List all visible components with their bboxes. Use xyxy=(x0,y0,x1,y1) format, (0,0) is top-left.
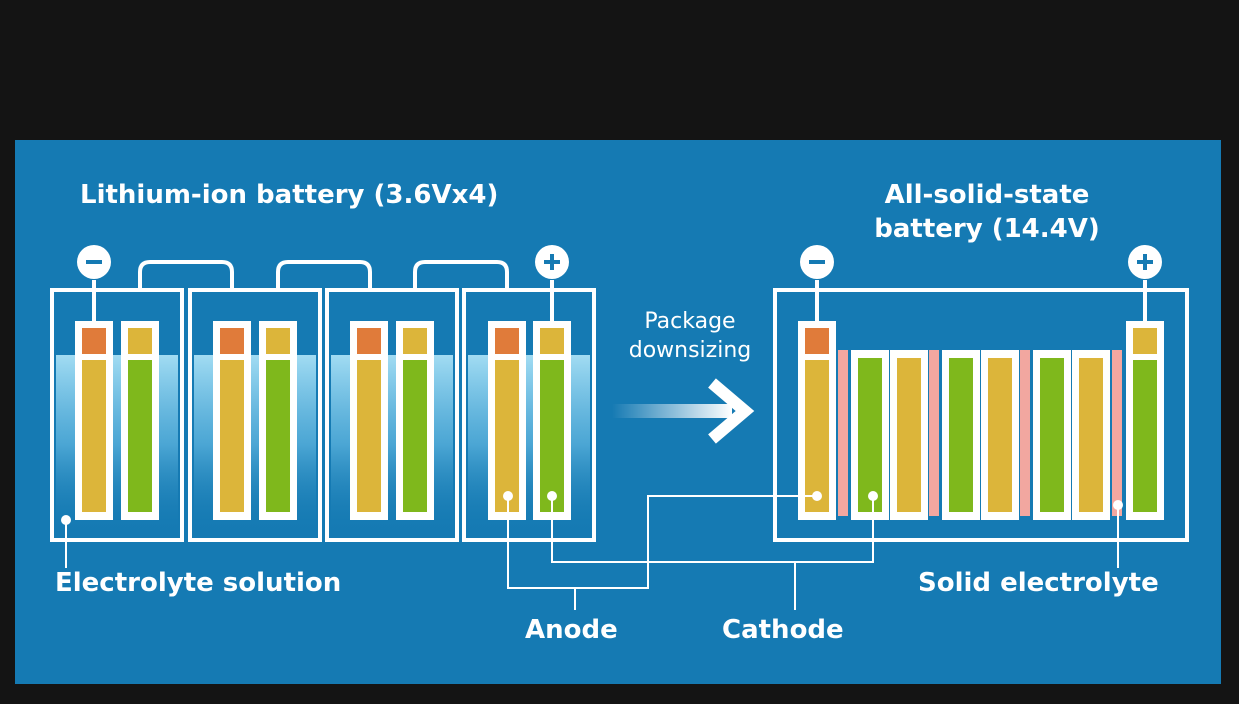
series-connector-2 xyxy=(276,260,372,290)
anode-dot xyxy=(503,491,513,501)
solid-anode-6-rod xyxy=(1079,358,1103,512)
solid-anode-terminal-tab xyxy=(805,328,829,354)
li-ion-cathode-1-tab xyxy=(128,328,152,354)
li-ion-cell-1 xyxy=(50,288,184,542)
downsizing-arrow xyxy=(612,378,755,444)
li-ion-anode-1-tab xyxy=(82,328,106,354)
solid-anode-2-rod xyxy=(897,358,921,512)
solid-electrolyte-layer-3 xyxy=(1020,350,1030,516)
solid-cathode-1-rod xyxy=(858,358,882,512)
cathode-label: Cathode xyxy=(722,615,844,645)
solid-electrolyte-label: Solid electrolyte xyxy=(918,568,1159,598)
li-ion-cell-3 xyxy=(325,288,459,542)
li-ion-anode-2-tab xyxy=(220,328,244,354)
electrolyte-liquid-cell-3 xyxy=(331,355,453,535)
solid-electrolyte-layer-4 xyxy=(1112,350,1122,516)
solid-cathode-3-rod xyxy=(949,358,973,512)
li-ion-cathode-4-rod xyxy=(540,360,564,512)
electrolyte-liquid-cell-1 xyxy=(56,355,178,535)
li-ion-anode-3-tab xyxy=(357,328,381,354)
lithium-ion-title: Lithium-ion battery (3.6Vx4) xyxy=(80,180,499,210)
cathode-dot xyxy=(547,491,557,501)
li-ion-cathode-3-rod xyxy=(403,360,427,512)
series-connector-3 xyxy=(413,260,509,290)
li-ion-electrodes xyxy=(75,321,571,520)
electrolyte-liquid-cell-4 xyxy=(468,355,590,535)
solid-anode-terminal-rod xyxy=(805,360,829,512)
solid-cathode-5-rod xyxy=(1040,358,1064,512)
anode-leader xyxy=(507,495,817,589)
li-ion-cathode-4-tab xyxy=(540,328,564,354)
solid-state-stack xyxy=(798,321,1164,520)
li-ion-positive-terminal xyxy=(535,245,569,279)
solid-electrolyte-layer-2 xyxy=(929,350,939,516)
cathode-leader xyxy=(551,496,874,563)
li-ion-cathode-3-tab xyxy=(403,328,427,354)
li-ion-cathode-2-rod xyxy=(266,360,290,512)
solid-state-cell xyxy=(773,288,1189,542)
all-solid-state-title: All-solid-state battery (14.4V) xyxy=(874,180,1100,244)
package-downsizing-label: Package downsizing xyxy=(628,309,752,363)
li-ion-negative-terminal xyxy=(77,245,111,279)
solid-positive-terminal xyxy=(1128,245,1162,279)
electrolyte-solution-label: Electrolyte solution xyxy=(55,568,342,598)
li-ion-cathode-1-rod xyxy=(128,360,152,512)
li-ion-cell-2 xyxy=(188,288,322,542)
li-ion-cathode-2-tab xyxy=(266,328,290,354)
electrolyte-liquid-cell-2 xyxy=(194,355,316,535)
li-ion-anode-1-rod xyxy=(82,360,106,512)
solid-electrolyte-dot xyxy=(1113,500,1123,510)
solid-cathode-terminal-rod xyxy=(1133,360,1157,512)
solid-anode-4-rod xyxy=(988,358,1012,512)
series-connector-1 xyxy=(138,260,234,290)
li-ion-anode-4-tab xyxy=(495,328,519,354)
electrolyte-solution-dot xyxy=(61,515,71,525)
solid-electrolyte-layer-1 xyxy=(838,350,848,516)
solid-negative-terminal xyxy=(800,245,834,279)
minus-icon xyxy=(86,260,102,264)
anode-label: Anode xyxy=(525,615,618,645)
li-ion-anode-3-rod xyxy=(357,360,381,512)
anode-dot-solid xyxy=(812,491,822,501)
minus-icon xyxy=(809,260,825,264)
li-ion-anode-2-rod xyxy=(220,360,244,512)
cathode-dot-solid xyxy=(868,491,878,501)
li-ion-anode-4-rod xyxy=(495,360,519,512)
li-ion-cell-4 xyxy=(462,288,596,542)
solid-cathode-terminal-tab xyxy=(1133,328,1157,354)
